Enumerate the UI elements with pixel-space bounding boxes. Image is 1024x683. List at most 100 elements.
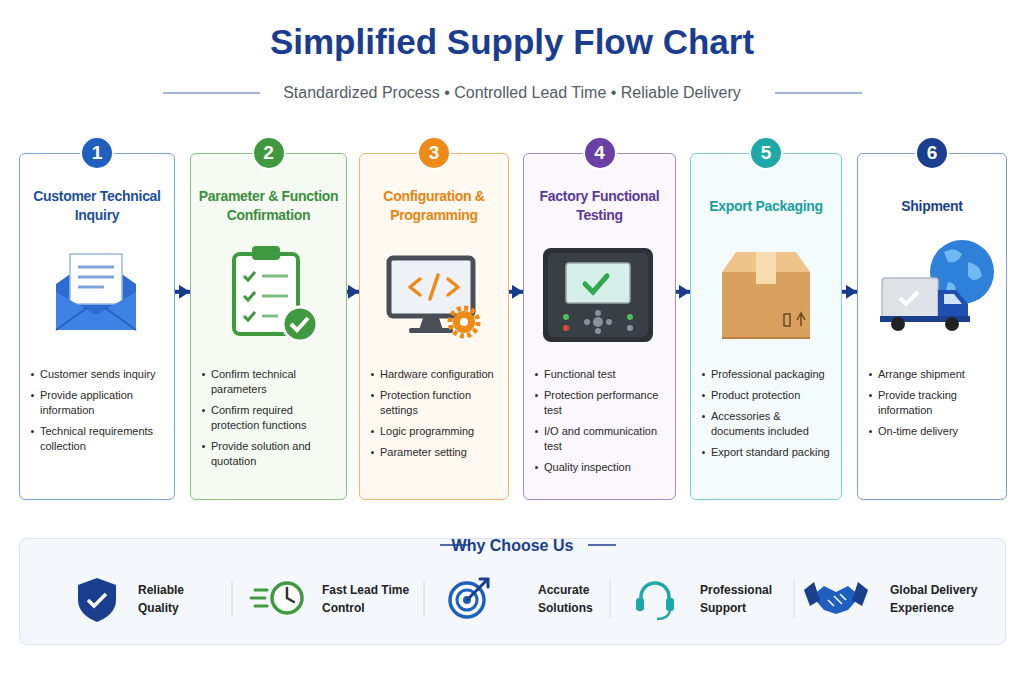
bullet-item: Provide tracking information	[858, 388, 1006, 418]
step-heading: Customer Technical Inquiry	[22, 184, 172, 228]
process-step-card: ShipmentArrange shipmentProvide tracking…	[857, 153, 1007, 500]
monitor-stand	[419, 318, 443, 330]
bullet-item: Logic programming	[360, 424, 508, 439]
clipboard-board	[234, 254, 298, 334]
badge-check	[291, 318, 308, 330]
ear-cup	[636, 598, 644, 611]
flow-arrow	[842, 290, 857, 294]
clock-hands	[287, 588, 294, 602]
headset-mic	[657, 611, 670, 619]
envelope-fold	[56, 307, 136, 330]
bullet-item: Arrange shipment	[858, 367, 1006, 382]
box-front	[722, 272, 810, 338]
step-number: 2	[263, 143, 274, 163]
bullet-item: Technical requirements collection	[20, 424, 174, 454]
chart-title: Simplified Supply Flow Chart	[0, 20, 1024, 64]
truck-container	[882, 278, 938, 318]
flow-arrow	[676, 290, 690, 294]
keypad-button	[627, 314, 633, 320]
heading-rule	[440, 544, 616, 546]
list-lines	[262, 276, 288, 316]
step-heading: Factory Functional Testing	[526, 184, 673, 228]
benefit-text: Global Delivery Experience	[890, 581, 982, 617]
bullet-item: Accessories & documents included	[691, 409, 841, 439]
device-face	[548, 253, 648, 337]
shipping-icon	[880, 240, 994, 331]
keypad-button	[606, 319, 612, 325]
box-lid	[722, 252, 810, 272]
step-number-badge: 3	[417, 136, 451, 170]
globe-land	[944, 249, 982, 293]
step-number-badge: 5	[749, 136, 783, 170]
clock-face	[272, 583, 302, 613]
handshake-icon	[804, 582, 868, 614]
benefit-text: Reliable Quality	[138, 581, 208, 617]
step-heading: Shipment	[860, 184, 1004, 228]
step-number: 6	[927, 143, 938, 163]
process-step-card: Parameter & Function ConfirmationConfirm…	[190, 153, 347, 500]
bullet-item: Protection function settings	[360, 388, 508, 418]
gear-body	[453, 311, 475, 333]
clipboard-icon	[234, 246, 317, 341]
check-marks	[244, 272, 255, 320]
relay-device-icon	[543, 248, 653, 342]
container-check	[900, 292, 918, 304]
bullet-item: Confirm technical parameters	[191, 367, 346, 397]
cuffs	[804, 582, 868, 606]
bullet-item: Parameter setting	[360, 445, 508, 460]
envelope-icon	[56, 254, 136, 330]
shield-icon	[78, 578, 116, 622]
monitor-icon	[389, 258, 478, 336]
box-tape	[756, 252, 776, 284]
bullet-item: Provide application information	[20, 388, 174, 418]
envelope-front	[56, 292, 136, 330]
shield	[78, 578, 116, 622]
step-number-badge: 4	[583, 136, 617, 170]
envelope-letter	[70, 254, 122, 304]
bullet-item: Confirm required protection functions	[191, 403, 346, 433]
ear-cup	[666, 598, 674, 611]
step-number-badge: 6	[915, 136, 949, 170]
bullet-item: Provide solution and quotation	[191, 439, 346, 469]
shield-check	[88, 594, 106, 606]
bullet-item: Product protection	[691, 388, 841, 403]
letter-lines	[78, 267, 114, 287]
flow-arrow	[509, 290, 523, 294]
bullet-list: Customer sends inquiryProvide applicatio…	[20, 367, 174, 454]
monitor-base	[409, 328, 453, 333]
step-number: 5	[761, 143, 772, 163]
bullet-item: Hardware configuration	[360, 367, 508, 382]
speed-lines	[251, 590, 267, 606]
keypad-button	[595, 310, 601, 316]
bullet-item: Protection performance test	[524, 388, 675, 418]
flow-arrow	[347, 290, 359, 294]
monitor-screen	[389, 258, 473, 316]
truck-wheel	[891, 317, 905, 331]
target-arrow	[467, 579, 488, 600]
item-separator	[232, 580, 794, 618]
target-ring	[457, 590, 477, 610]
process-step-card: Export PackagingProfessional packagingPr…	[690, 153, 842, 500]
code-symbol	[410, 275, 458, 299]
step-number: 3	[429, 143, 440, 163]
clock-icon	[251, 583, 302, 613]
process-step-card: Factory Functional TestingFunctional tes…	[523, 153, 676, 500]
keypad-button	[584, 319, 590, 325]
truck-chassis	[880, 316, 970, 322]
headset-band	[641, 583, 669, 603]
bullet-list: Functional testProtection performance te…	[524, 367, 675, 475]
bullet-list: Arrange shipmentProvide tracking informa…	[858, 367, 1006, 439]
bullet-item: Quality inspection	[524, 460, 675, 475]
truck-window	[944, 294, 962, 304]
globe	[930, 240, 994, 304]
device-case	[543, 248, 653, 342]
bullet-item: I/O and communication test	[524, 424, 675, 454]
target-center	[463, 596, 471, 604]
hands	[812, 586, 860, 614]
panel-heading: Why Choose Us	[20, 538, 1005, 554]
subtitle-rule	[163, 92, 862, 93]
flow-arrow	[175, 290, 190, 294]
benefit-text: Professional Support	[700, 581, 782, 617]
